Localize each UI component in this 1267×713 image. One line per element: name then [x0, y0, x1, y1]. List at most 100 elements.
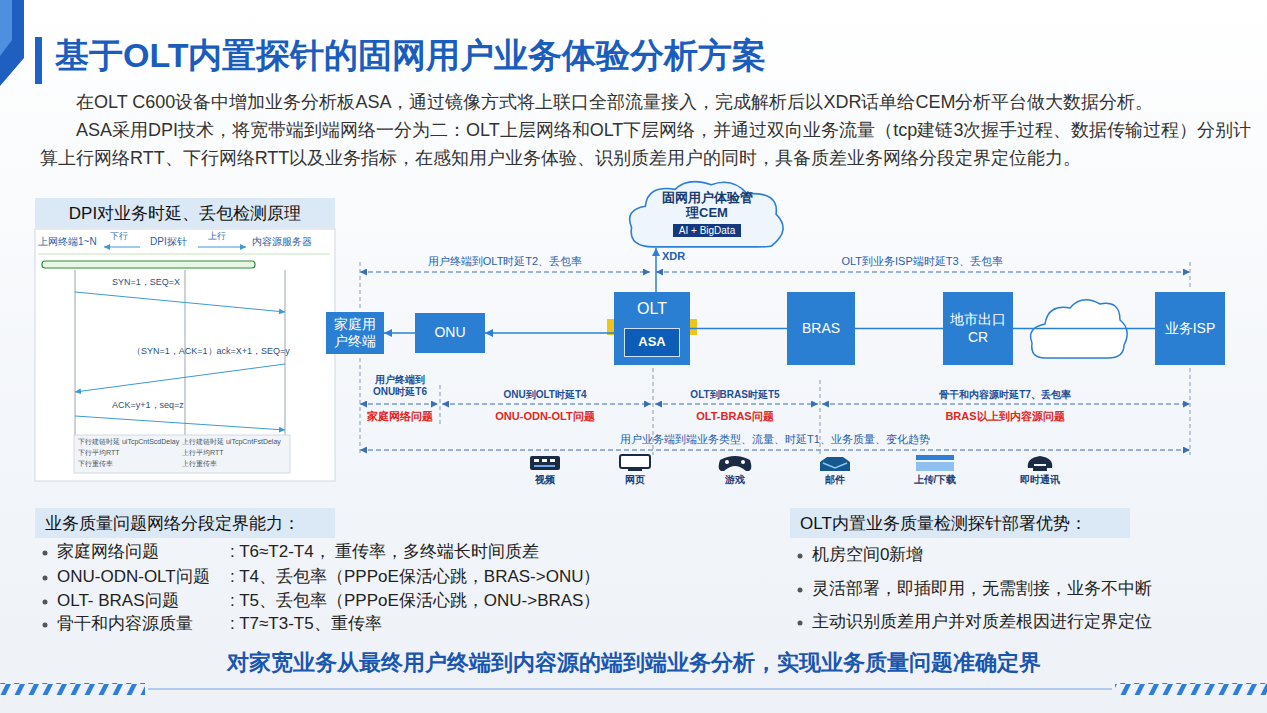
- line-part: [822, 404, 1190, 405]
- rect-part: [1033, 466, 1047, 471]
- circle-part: [798, 554, 803, 559]
- node-text: 业务质量问题网络分段定界能力：: [45, 512, 300, 535]
- rect-part: [542, 459, 547, 462]
- rect-part: [0, 683, 145, 695]
- connector: [384, 332, 415, 334]
- dimension-label: 用户业务端到端业务类型、流量、时延T1、业务质量、变化趋势: [620, 433, 930, 446]
- node-text: ASA: [638, 334, 665, 350]
- line-part: [360, 272, 650, 273]
- line-part: [655, 404, 818, 405]
- node-text: OLT: [637, 299, 667, 319]
- lifeline-label: 内容源服务器: [252, 236, 312, 248]
- connector-label: XDR: [662, 250, 685, 262]
- lifeline-label: 上网终端1~N: [38, 236, 97, 248]
- bullet-value: : T7≈T3-T5、重传率: [230, 614, 382, 634]
- line-part: [360, 450, 1190, 451]
- direction-label: 下行: [110, 231, 128, 242]
- rect-part: [620, 455, 650, 468]
- icon-label: 视频: [535, 474, 555, 486]
- platform-cloud: 固网用户体验管理CEM AI + BigData: [622, 178, 792, 248]
- bullet-value: : T5、丢包率（PPPoE保活心跳，ONU->BRAS）: [230, 591, 600, 611]
- line-part: [1190, 368, 1191, 455]
- circle-part: [43, 576, 48, 581]
- dimension-lines: [360, 272, 1190, 450]
- circle-part: [43, 600, 48, 605]
- metric-label: 上行重传率: [182, 460, 217, 468]
- device-box: 地市出口CR: [943, 292, 1013, 365]
- path-part: [820, 457, 850, 471]
- problem-label: OLT-BRAS问题: [696, 410, 773, 423]
- rect-part: [916, 462, 954, 471]
- line-part: [442, 404, 651, 405]
- line-part: [360, 404, 438, 405]
- dimension-label: 骨干和内容源时延T7、丢包率: [939, 389, 1071, 401]
- circle-part: [43, 623, 48, 628]
- lifeline-label: DPI探针: [150, 236, 187, 248]
- line-part: [440, 385, 441, 425]
- divider-lines: [360, 262, 1190, 455]
- metric-label: 下行平均RTT: [78, 449, 119, 457]
- node-text: AI + BigData: [673, 224, 741, 237]
- paragraph: 在OLT C600设备中增加业务分析板ASA，通过镜像方式将上联口全部流量接入，…: [40, 88, 1265, 116]
- rect-part: [534, 459, 539, 462]
- rect-part: [74, 435, 290, 473]
- problem-label: 家庭网络问题: [367, 410, 433, 423]
- connector: [1013, 328, 1155, 330]
- line-part: [198, 247, 246, 248]
- rect-part: [42, 261, 255, 268]
- dimension-label: OLT到业务ISP端时延T3、丢包率: [841, 255, 1002, 268]
- icon-label: 即时通讯: [1020, 474, 1060, 486]
- device-box: 业务ISP: [1155, 292, 1225, 365]
- line-part: [75, 270, 76, 436]
- rect-part: [607, 319, 614, 335]
- slide-title: 基于OLT内置探针的固网用户业务体验分析方案: [55, 33, 766, 79]
- node-text: 地市出口CR: [948, 311, 1008, 346]
- footer-decoration: [0, 683, 1267, 695]
- device-box: ONU: [415, 313, 485, 353]
- line-part: [75, 364, 285, 392]
- line-part: [75, 292, 285, 312]
- rect-part: [534, 465, 555, 467]
- corner-decoration: [0, 0, 42, 86]
- bullet-text: 机房空间0新增: [812, 545, 923, 565]
- icon-label: 网页: [625, 474, 645, 486]
- line-part: [75, 416, 285, 430]
- isp-cloud: [1031, 300, 1128, 358]
- rect-part: [530, 456, 560, 470]
- circle-part: [798, 588, 803, 593]
- circle-part: [43, 551, 48, 556]
- line-part: [360, 262, 361, 308]
- icon-label: 邮件: [825, 474, 845, 486]
- polygon-part: [0, 0, 12, 56]
- device-box: OLT ASA: [614, 292, 690, 365]
- node-text: OLT内置业务质量检测探针部署优势：: [800, 512, 1087, 535]
- cloud-shape: [630, 182, 783, 247]
- rect-part: [916, 455, 954, 460]
- dimension-label: 用户终端到ONU时延T6: [369, 374, 431, 398]
- paragraph: ASA采用DPI技术，将宽带端到端网络一分为二：OLT上层网络和OLT下层网络，…: [40, 116, 1265, 172]
- icon-label: 上传/下载: [914, 474, 957, 486]
- path-part: [823, 463, 847, 468]
- connector: [855, 328, 943, 330]
- circle-part: [798, 621, 803, 626]
- dimension-label: ONU到OLT时延T4: [503, 389, 586, 401]
- connector: [690, 328, 787, 330]
- direction-label: 上行: [208, 231, 226, 242]
- bullet-text: 灵活部署，即插即用，无需割接，业务不中断: [812, 579, 1152, 599]
- problem-label: BRAS以上到内容源问题: [945, 410, 1064, 423]
- dimension-label: 用户终端到OLT时延T2、丢包率: [428, 255, 582, 268]
- rect-part: [35, 229, 335, 481]
- bullet-term: 骨干和内容源质量: [57, 614, 193, 634]
- rect-part: [628, 468, 642, 471]
- message-label: ACK=y+1，seq=z: [112, 400, 184, 411]
- message-label: （SYN=1，ACK=1）ack=X+1，SEQ=y: [132, 346, 290, 357]
- line-part: [1190, 262, 1191, 288]
- dpi-sequence-figure: [35, 229, 335, 481]
- header-band: DPI对业务时延、丢包检测原理: [35, 198, 335, 228]
- rect-part: [690, 319, 697, 335]
- node-text: 固网用户体验管理CEM: [661, 191, 753, 221]
- line-part: [360, 358, 361, 455]
- bullet-value: : T4、丢包率（PPPoE保活心跳，BRAS->ONU）: [230, 567, 600, 587]
